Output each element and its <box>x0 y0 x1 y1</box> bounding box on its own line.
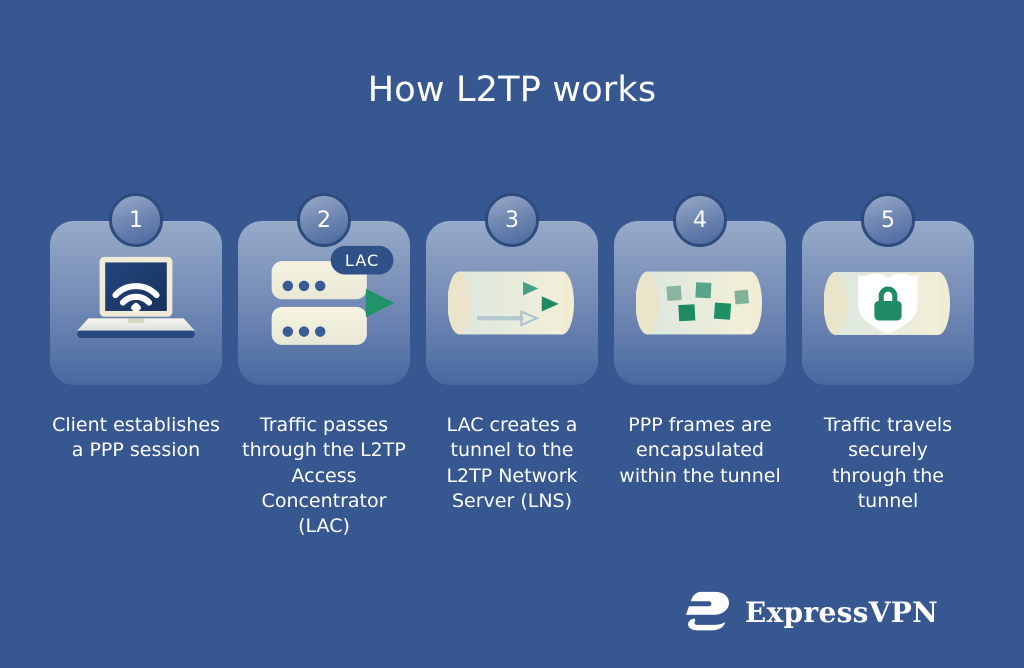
tunnel-frames-icon <box>636 271 763 335</box>
tunnel-arrows-icon <box>448 271 575 335</box>
step-caption: Traffic passes through the L2TP Access C… <box>242 414 406 538</box>
step-number-badge: 5 <box>861 193 915 247</box>
step-2: 2 <box>238 193 410 539</box>
step-number: 5 <box>881 207 895 233</box>
step-number-badge: 1 <box>109 193 163 247</box>
step-caption: Client establishes a PPP session <box>52 414 220 462</box>
step-caption: LAC creates a tunnel to the L2TP Network… <box>446 414 578 512</box>
step-number: 3 <box>505 207 519 233</box>
step-number-badge: 3 <box>485 193 539 247</box>
page-title: How L2TP works <box>367 70 657 110</box>
step-1: 1 <box>50 193 222 539</box>
step-number-badge: 2 <box>297 193 351 247</box>
step-number: 1 <box>129 207 143 233</box>
step-card <box>426 221 598 385</box>
step-3: 3 <box>426 193 598 539</box>
step-caption: PPP frames are encapsulated within the t… <box>619 414 781 487</box>
step-5: 5 Traffic travels securely <box>802 193 974 539</box>
laptop-wifi-icon <box>77 256 195 338</box>
steps-row: 1 <box>0 193 1024 539</box>
step-caption: Traffic travels securely through the tun… <box>823 414 953 512</box>
brand-logo: ExpressVPN <box>681 590 938 634</box>
step-number: 2 <box>317 207 331 233</box>
lock-icon <box>878 286 898 302</box>
step-card <box>802 221 974 385</box>
step-card <box>50 221 222 385</box>
brand-wordmark: ExpressVPN <box>744 595 938 629</box>
step-4: 4 PP <box>614 193 786 539</box>
step-card: LAC <box>238 221 410 385</box>
step-number-badge: 4 <box>673 193 727 247</box>
tunnel-shield-icon <box>824 271 951 335</box>
lac-label: LAC <box>345 250 379 269</box>
lac-server-icon: LAC <box>246 245 395 345</box>
step-number: 4 <box>693 207 707 233</box>
step-card <box>614 221 786 385</box>
expressvpn-logo-icon <box>681 591 729 631</box>
